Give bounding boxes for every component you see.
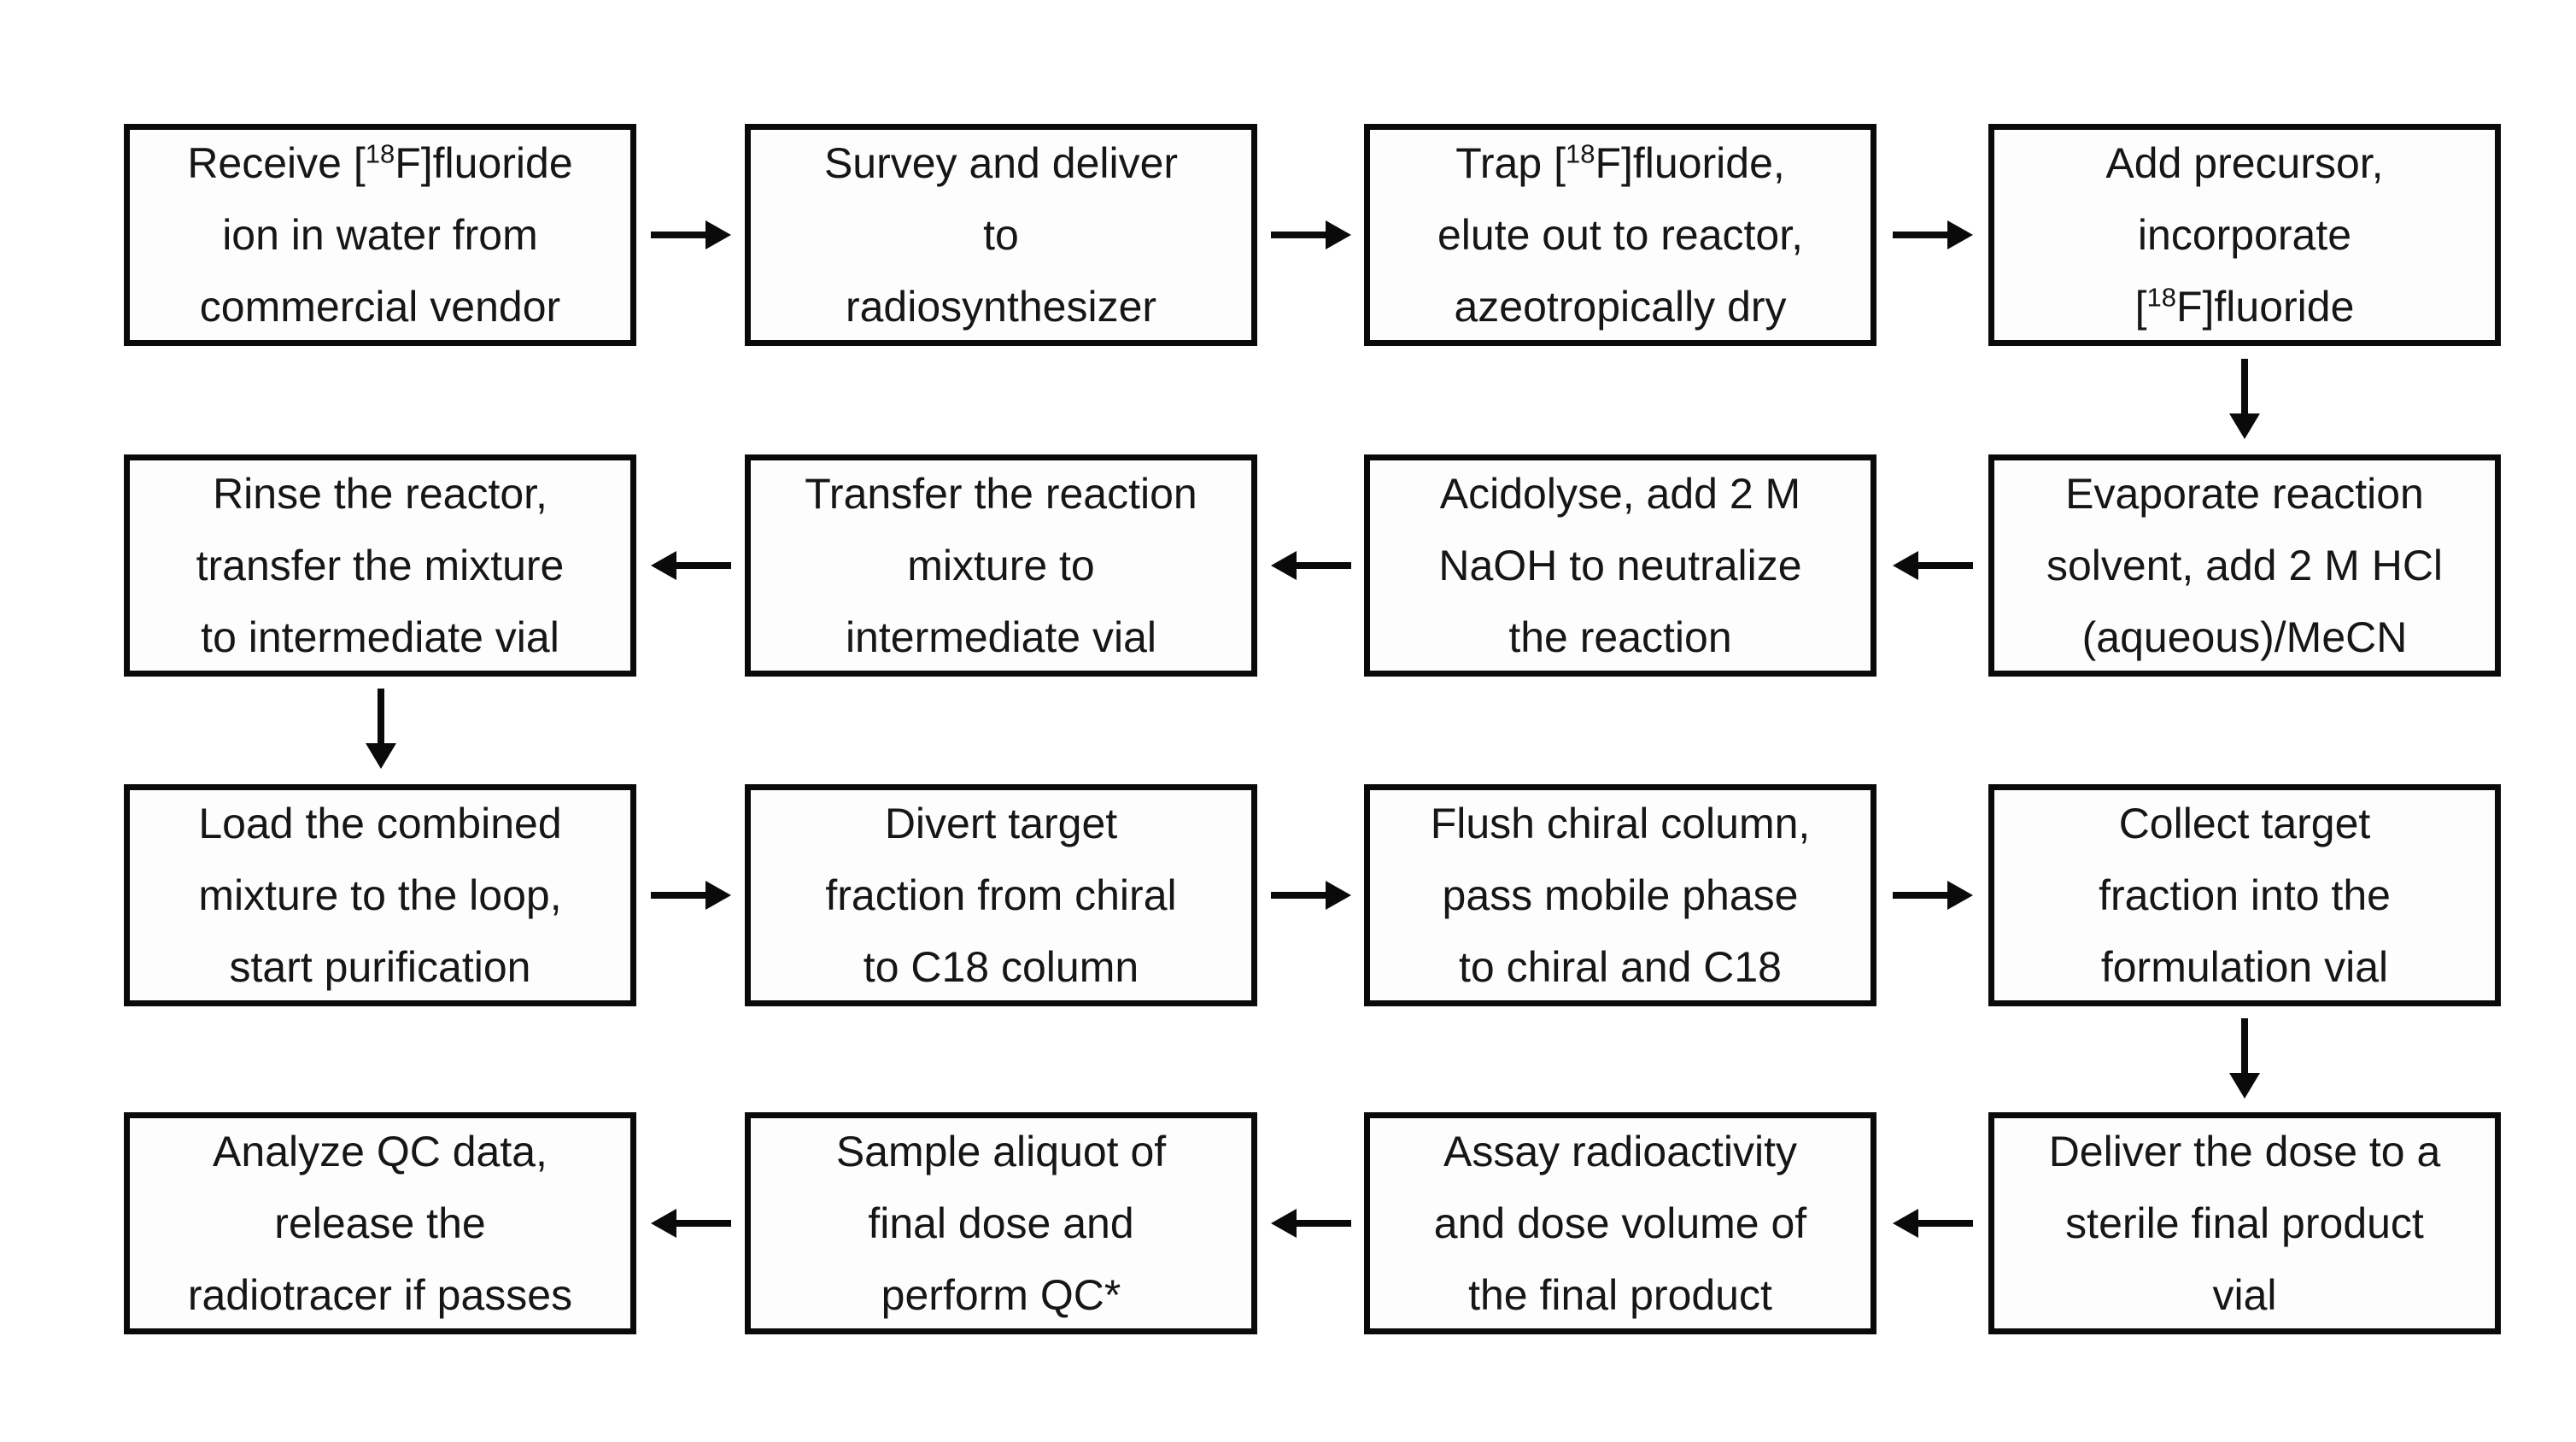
arrow-right-icon — [1893, 881, 1973, 910]
arrow-left-icon — [1893, 551, 1973, 580]
arrow-left-icon — [1893, 1209, 1973, 1238]
arrow-right-icon — [1893, 220, 1973, 249]
step-add-precursor: Add precursor,incorporate[18F]fluoride — [1988, 124, 2501, 346]
arrow-left-icon — [651, 551, 731, 580]
step-trap-elute-dry: Trap [18F]fluoride,elute out to reactor,… — [1364, 124, 1876, 346]
arrow-left-icon — [1271, 1209, 1351, 1238]
arrow-right-icon — [1271, 881, 1351, 910]
arrow-right-icon — [651, 881, 731, 910]
arrow-down-icon — [2229, 1018, 2260, 1099]
step-label: Trap [18F]fluoride,elute out to reactor,… — [1437, 138, 1804, 331]
arrow-right-icon — [1271, 220, 1351, 249]
arrow-down-icon — [366, 689, 396, 769]
arrow-left-icon — [651, 1209, 731, 1238]
arrow-left-icon — [1271, 551, 1351, 580]
arrow-down-icon — [2229, 359, 2260, 439]
arrow-right-icon — [651, 220, 731, 249]
step-label: Add precursor,incorporate[18F]fluoride — [2105, 139, 2384, 331]
